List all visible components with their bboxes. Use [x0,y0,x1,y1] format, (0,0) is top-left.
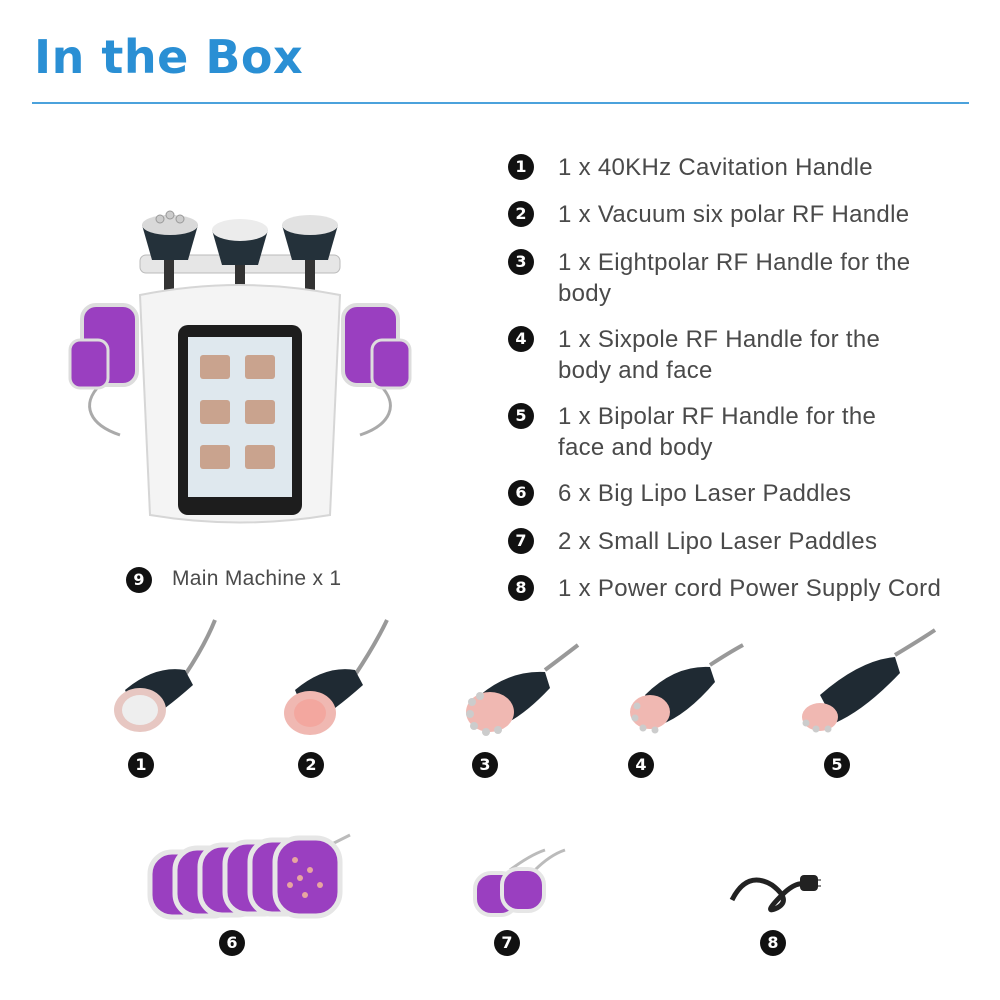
item-text: 1 x Bipolar RF Handle for the face and b… [558,403,877,461]
sixpole-rf-handle-image [630,643,744,734]
item-text: 1 x 40KHz Cavitation Handle [558,154,873,181]
number-badge: 7 [508,528,534,554]
number-badge: 2 [298,752,324,778]
page-title: In the Box [34,30,304,84]
item-text: 1 x Power cord Power Supply Cord [558,575,942,602]
number-badge: 3 [508,249,534,275]
bipolar-rf-handle-image [802,628,937,733]
item-text: 2 x Small Lipo Laser Paddles [558,528,878,555]
cavitation-handle-image [114,619,217,732]
number-badge: 2 [508,201,534,227]
number-badge: 7 [494,930,520,956]
vacuum-rf-handle-image [284,619,389,735]
list-item: 3 1 x Eightpolar RF Handle for the body [508,247,918,309]
item-text: 1 x Sixpole RF Handle for the body and f… [558,326,881,384]
list-item: 8 1 x Power cord Power Supply Cord [508,573,941,604]
number-badge: 9 [126,566,152,593]
main-machine-label: 9 Main Machine x 1 [126,563,341,594]
list-item: 2 1 x Vacuum six polar RF Handle [508,199,909,230]
item-text: 1 x Eightpolar RF Handle for the body [558,249,911,307]
list-item: 5 1 x Bipolar RF Handle for the face and… [508,401,918,463]
title-divider [32,102,969,104]
number-badge: 6 [219,930,245,956]
list-item: 4 1 x Sixpole RF Handle for the body and… [508,324,918,386]
list-item: 6 6 x Big Lipo Laser Paddles [508,478,851,509]
list-item: 1 1 x 40KHz Cavitation Handle [508,152,873,183]
number-badge: 4 [508,326,534,352]
item-text: 6 x Big Lipo Laser Paddles [558,480,852,507]
number-badge: 5 [508,403,534,429]
list-item: 7 2 x Small Lipo Laser Paddles [508,526,877,557]
number-badge: 1 [508,154,534,180]
item-text: 1 x Vacuum six polar RF Handle [558,201,910,228]
main-machine-text: Main Machine x 1 [172,567,342,590]
number-badge: 8 [508,575,534,601]
number-badge: 4 [628,752,654,778]
main-machine-image [68,210,412,524]
number-badge: 8 [760,930,786,956]
small-lipo-paddles-image [473,848,566,917]
number-badge: 6 [508,480,534,506]
big-lipo-paddles-image [147,833,351,920]
number-badge: 1 [128,752,154,778]
eightpolar-rf-handle-image [466,643,580,736]
power-cord-image [729,875,821,913]
number-badge: 5 [824,752,850,778]
number-badge: 3 [472,752,498,778]
